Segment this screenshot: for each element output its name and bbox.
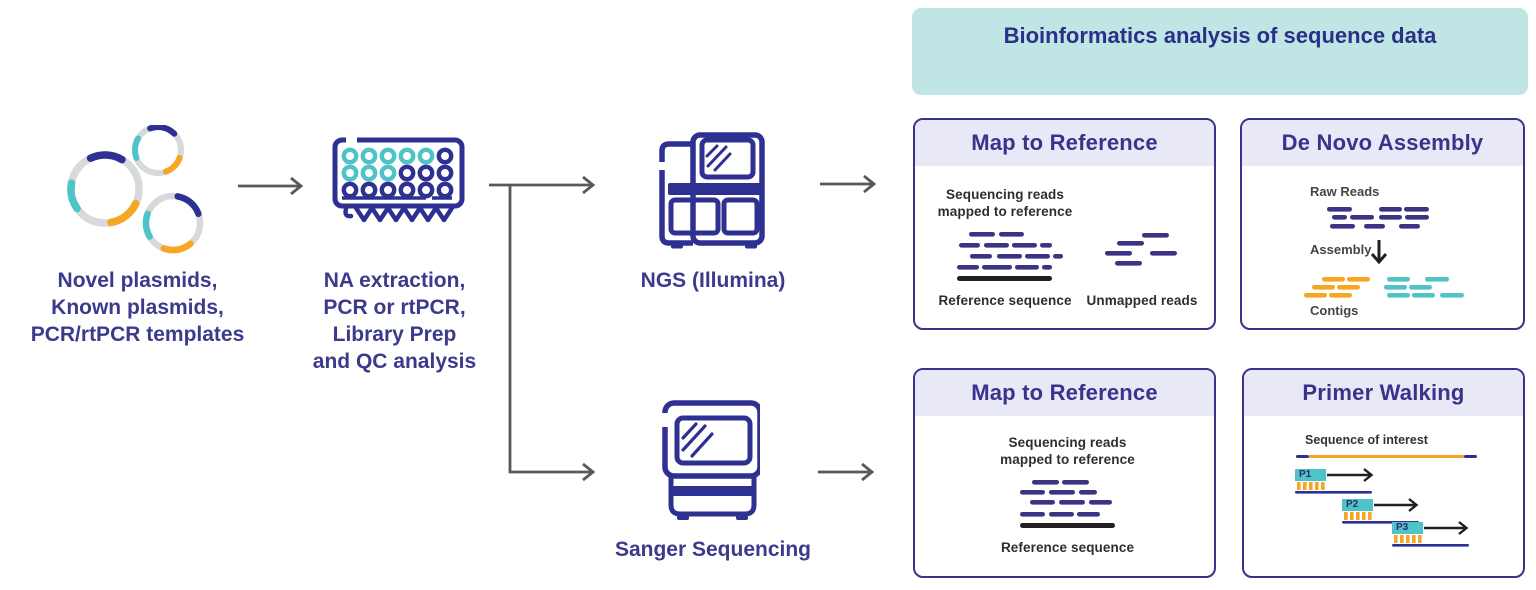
primer-p2-box: P2 <box>1342 499 1373 511</box>
primer-3-graphic <box>1392 521 1469 547</box>
sanger-sequencer-icon <box>660 400 760 520</box>
panel-header: Map to Reference <box>915 370 1214 416</box>
bioinformatics-banner-title: Bioinformatics analysis of sequence data <box>1003 23 1437 48</box>
plasmids-label-line1: Novel plasmids, <box>57 269 218 292</box>
assembly-down-arrow <box>1370 240 1388 265</box>
plasmids-label-line2: Known plasmids, <box>51 296 224 319</box>
arrow-plate-to-ngs <box>489 175 596 195</box>
plasmids-icon <box>67 125 204 254</box>
primer-p3-box: P3 <box>1392 522 1423 534</box>
plasmids-label: Novel plasmids, Known plasmids, PCR/rtPC… <box>10 267 265 348</box>
arrow-ngs-to-panel <box>820 174 877 194</box>
primer-1-graphic <box>1295 468 1374 494</box>
panel-map-to-reference-ngs: Map to Reference Sequencing reads mapped… <box>913 118 1216 330</box>
mapped-reads-caption: Sequencing reads mapped to reference <box>1000 435 1135 467</box>
ngs-label: NGS (Illumina) <box>640 269 786 292</box>
arrow-sanger-to-panel <box>818 462 875 482</box>
panel-title: Primer Walking <box>1302 380 1465 405</box>
panel-header: Primer Walking <box>1244 370 1523 416</box>
reference-sequence-bar <box>1020 523 1115 528</box>
plate-label-line3: Library Prep <box>332 323 457 346</box>
primer-walking-graphic <box>1295 455 1477 547</box>
plate-label: NA extraction, PCR or rtPCR, Library Pre… <box>302 267 487 375</box>
plasmids-label-line3: PCR/rtPCR templates <box>30 323 245 346</box>
unmapped-reads-caption: Unmapped reads <box>1086 293 1198 308</box>
primer-p1-box: P1 <box>1295 469 1326 481</box>
panel-title: Map to Reference <box>971 130 1158 155</box>
raw-reads-caption: Raw Reads <box>1310 184 1380 199</box>
branch-plate-to-sanger <box>508 185 596 482</box>
assembly-caption: Assembly <box>1310 242 1372 257</box>
panel-header: Map to Reference <box>915 120 1214 166</box>
ngs-sequencer-icon <box>659 132 765 249</box>
assembly-reads-and-contigs-graphic <box>1304 207 1464 298</box>
plate-label-line1: NA extraction, <box>323 269 466 292</box>
sanger-label: Sanger Sequencing <box>614 538 812 561</box>
mapped-and-unmapped-reads-graphic <box>957 232 1177 281</box>
contigs-caption: Contigs <box>1310 303 1359 318</box>
panel-header: De Novo Assembly <box>1242 120 1523 166</box>
panel-title: Map to Reference <box>971 380 1158 405</box>
reference-sequence-caption: Reference sequence <box>938 293 1072 308</box>
panel-de-novo-assembly: De Novo Assembly Raw Reads Assembly Cont… <box>1240 118 1525 330</box>
plate-label-line4: and QC analysis <box>312 350 477 373</box>
sequence-of-interest-caption: Sequence of interest <box>1305 433 1428 447</box>
bioinformatics-banner: Bioinformatics analysis of sequence data <box>912 8 1528 95</box>
panel-primer-walking: Primer Walking <box>1242 368 1525 578</box>
arrow-plasmids-to-plate <box>238 176 304 196</box>
mapped-reads-caption: Sequencing reads mapped to reference <box>937 187 1073 219</box>
plate-label-line2: PCR or rtPCR, <box>323 296 466 319</box>
reference-sequence-bar <box>957 276 1052 281</box>
panel-title: De Novo Assembly <box>1281 130 1484 155</box>
mapped-reads-graphic <box>1020 480 1115 528</box>
well-plate-icon <box>332 136 465 223</box>
reference-sequence-caption: Reference sequence <box>1000 540 1135 555</box>
panel-map-to-reference-sanger: Map to Reference Sequencing reads mapped… <box>913 368 1216 578</box>
sequence-of-interest-line <box>1296 455 1477 458</box>
